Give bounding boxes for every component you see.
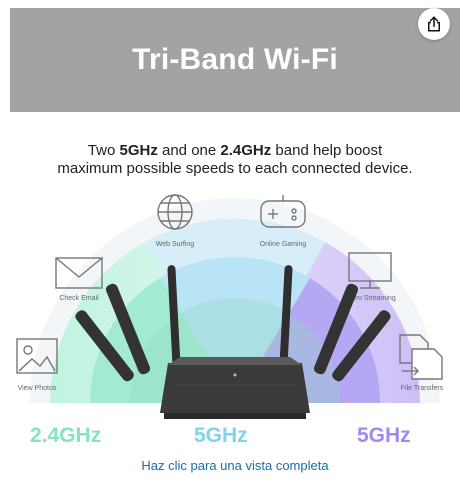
antenna bbox=[75, 310, 134, 382]
desc-text: band help boost bbox=[271, 142, 383, 159]
view-full-image-link[interactable]: Haz clic para una vista completa bbox=[141, 458, 329, 473]
email-icon bbox=[55, 257, 103, 289]
band-label-5ghz-a: 5GHz bbox=[194, 424, 248, 447]
band-label-24ghz: 2.4GHz bbox=[30, 424, 102, 447]
desc-text: and one bbox=[157, 142, 221, 159]
coverage-arc-inner-center bbox=[160, 257, 310, 403]
band-label-5ghz-b: 5GHz bbox=[357, 424, 411, 447]
file-transfer-icon bbox=[399, 334, 443, 380]
share-icon bbox=[428, 16, 440, 32]
monitor-icon bbox=[348, 252, 392, 289]
label-check-email: Check Email bbox=[59, 295, 99, 302]
photo-icon bbox=[16, 338, 58, 374]
share-button[interactable] bbox=[418, 8, 450, 40]
antenna bbox=[167, 265, 181, 369]
description-line-1: Two 5GHz and one 2.4GHz band help boost bbox=[10, 142, 460, 159]
description-line-2: maximum possible speeds to each connecte… bbox=[57, 160, 413, 177]
antenna bbox=[332, 310, 391, 382]
desc-text: Two bbox=[87, 142, 120, 159]
label-web-surfing: Web Surfing bbox=[156, 241, 194, 248]
label-video-streaming: Video Streaming bbox=[344, 295, 396, 302]
label-view-photos: View Photos bbox=[18, 385, 57, 392]
router-illustration bbox=[75, 265, 391, 419]
desc-bold-5ghz: 5GHz bbox=[119, 142, 158, 159]
router-body bbox=[160, 363, 310, 413]
banner-title: Tri-Band Wi-Fi bbox=[132, 43, 338, 76]
antenna bbox=[279, 265, 293, 369]
antenna bbox=[313, 283, 359, 375]
globe-icon bbox=[157, 194, 193, 230]
antenna bbox=[105, 283, 151, 375]
label-file-transfers: File Transfers bbox=[401, 385, 444, 392]
title-banner: Tri-Band Wi-Fi bbox=[10, 8, 460, 112]
desc-bold-24ghz: 2.4GHz bbox=[220, 142, 272, 159]
wifi-coverage-illustration: Web Surfing Online Gaming Check Email Vi… bbox=[16, 194, 444, 419]
gamepad-icon bbox=[260, 195, 306, 228]
label-online-gaming: Online Gaming bbox=[260, 241, 307, 248]
